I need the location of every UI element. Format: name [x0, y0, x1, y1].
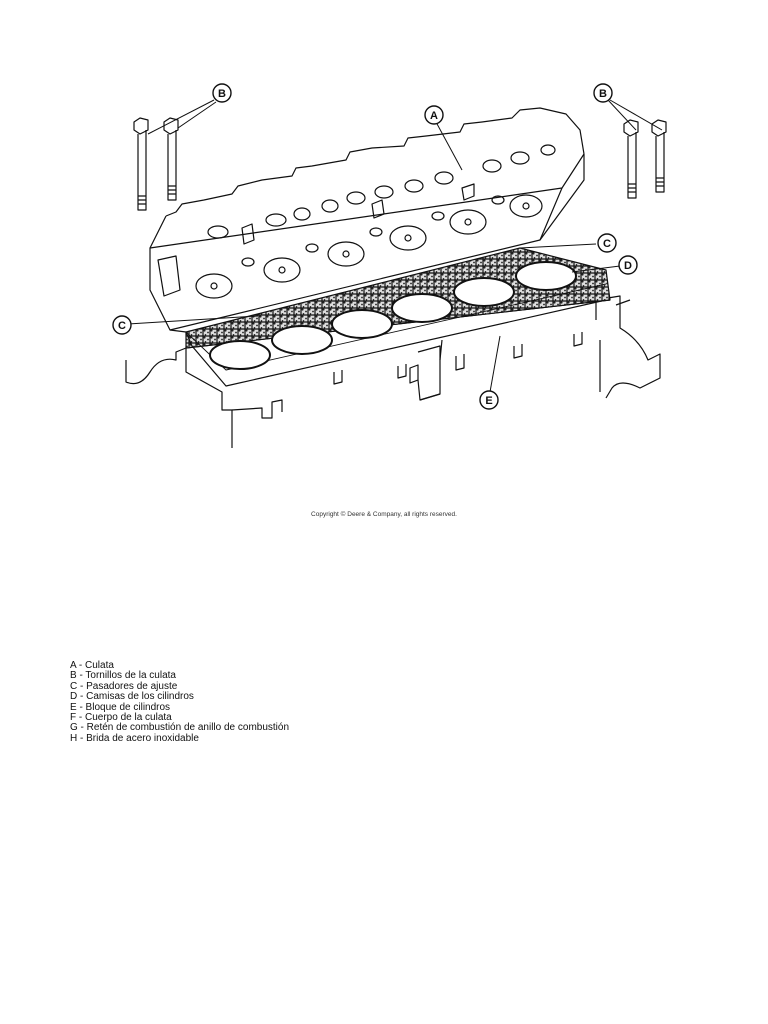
parts-legend: A - Culata B - Tornillos de la culata C …	[70, 660, 290, 744]
svg-text:C: C	[603, 238, 611, 250]
legend-item: A - Culata	[70, 660, 114, 671]
callout-leaders	[127, 99, 663, 393]
callout-b-left: B	[212, 83, 232, 103]
callout-b-right: B	[593, 83, 613, 103]
callout-a: A	[424, 105, 444, 125]
legend-item: D - Camisas de los cilindros	[70, 691, 194, 703]
callout-e: E	[479, 390, 499, 410]
legend-item: E - Bloque de cilindros	[70, 701, 171, 713]
svg-text:B: B	[218, 88, 226, 100]
svg-text:E: E	[485, 395, 492, 407]
svg-text:B: B	[599, 88, 607, 100]
svg-text:D: D	[624, 260, 632, 272]
svg-text:C: C	[118, 320, 126, 332]
copyright-notice: Copyright © Deere & Company, all rights …	[311, 511, 457, 518]
head-gasket-drawing	[185, 247, 611, 387]
callout-c-left: C	[112, 315, 132, 335]
legend-item: F - Cuerpo de la culata	[70, 712, 172, 724]
legend-item: H - Brida de acero inoxidable	[70, 732, 199, 744]
svg-text:A: A	[430, 110, 438, 122]
cylinder-head-drawing	[149, 107, 585, 333]
callout-c-right: C	[597, 233, 617, 253]
callout-d: D	[618, 255, 638, 275]
head-bolts-drawing	[133, 117, 667, 211]
engine-head-diagram: B B A C D C E	[96, 68, 696, 518]
legend-item: C - Pasadores de ajuste	[70, 680, 178, 692]
legend-item: B - Tornillos de la culata	[70, 670, 176, 682]
legend-item: G - Retén de combustión de anillo de com…	[70, 722, 290, 734]
